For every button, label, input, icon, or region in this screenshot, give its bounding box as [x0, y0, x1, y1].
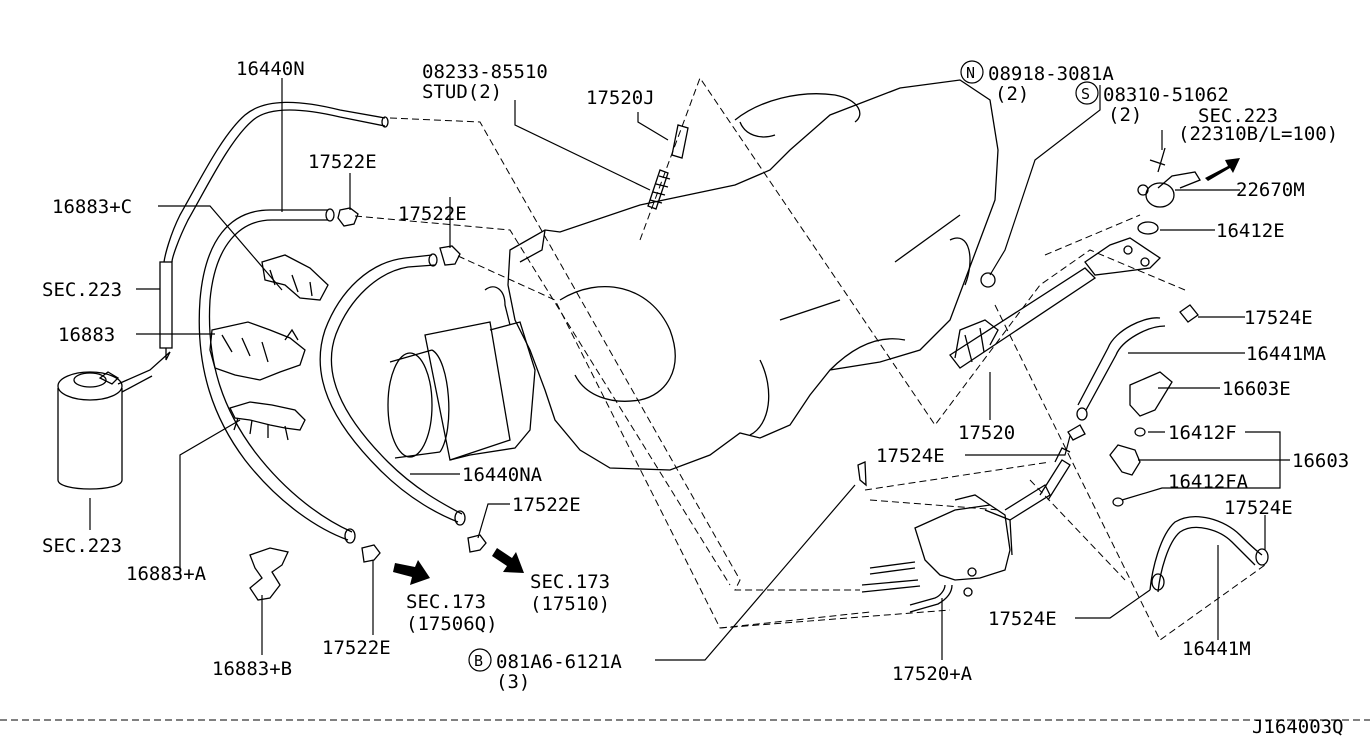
- label-sec223-c-sub: (22310B/L=100): [1178, 123, 1338, 145]
- label-17522e-3: 17522E: [512, 494, 581, 516]
- fuel-tank-drawing: [507, 79, 999, 471]
- nut-symbol-circle: [960, 60, 984, 84]
- sec173-arrow-1: [393, 560, 430, 585]
- label-16883c: 16883+C: [52, 196, 132, 218]
- label-16441ma: 16441MA: [1246, 343, 1327, 365]
- label-16412fa: 16412FA: [1168, 471, 1249, 493]
- screw-symbol-circle: [1075, 81, 1099, 105]
- label-17520j: 17520J: [586, 87, 655, 109]
- label-sec223-a: SEC.223: [42, 279, 122, 301]
- label-16440n: 16440N: [236, 58, 305, 80]
- label-sec173-b-sub: (17506Q): [406, 613, 498, 635]
- label-bolt-qty: (3): [496, 671, 530, 693]
- label-sec223-c: SEC.223: [1198, 105, 1278, 127]
- filler-tube-bracket-drawing: [857, 461, 1051, 613]
- label-stud: STUD(2): [422, 81, 502, 103]
- label-bolt-part-number: 081A6-6121A: [496, 651, 622, 673]
- label-17524e-4: 17524E: [988, 608, 1057, 630]
- label-sec173-a-sub: (17510): [530, 593, 610, 615]
- label-16412f: 16412F: [1168, 422, 1237, 444]
- label-22670m: 22670M: [1236, 179, 1305, 201]
- label-sec223-b: SEC.223: [42, 535, 122, 557]
- label-17520a: 17520+A: [892, 663, 973, 685]
- label-17524e-2: 17524E: [876, 445, 945, 467]
- label-16440na: 16440NA: [462, 464, 543, 486]
- label-17522e-4: 17522E: [322, 637, 391, 659]
- sec173-arrow-2: [492, 548, 524, 573]
- label-16883: 16883: [58, 324, 115, 346]
- clamps-16883-drawing: [209, 254, 329, 601]
- label-nut-part-number: 08918-3081A: [988, 63, 1114, 85]
- label-16603: 16603: [1292, 450, 1349, 472]
- canister-drawing: [57, 351, 171, 490]
- label-17524e-1: 17524E: [1244, 307, 1313, 329]
- label-16883a: 16883+A: [126, 563, 207, 585]
- label-16883b: 16883+B: [212, 658, 292, 680]
- label-screw-qty: (2): [1108, 104, 1142, 126]
- part-labels: 16440N 16883+C SEC.223 16883 SEC.223 168…: [42, 58, 1349, 736]
- label-sec173-b: SEC.173: [406, 591, 486, 613]
- reference-lines: [0, 76, 1370, 721]
- label-16412e: 16412E: [1216, 220, 1285, 242]
- label-17522e-2: 17522E: [398, 203, 467, 225]
- diagram-code: J164003Q: [1252, 716, 1344, 736]
- label-17520: 17520: [958, 422, 1015, 444]
- label-sec173-a: SEC.173: [530, 571, 610, 593]
- label-bolt-symbol: B: [474, 652, 483, 670]
- vent-line-16440n-drawing: [159, 101, 389, 361]
- label-screw-part-number: 08310-51062: [1103, 84, 1229, 106]
- label-16441m: 16441M: [1182, 638, 1251, 660]
- label-nut-symbol: N: [966, 64, 975, 82]
- label-16603e: 16603E: [1222, 378, 1291, 400]
- sender-assembly-drawing: [949, 147, 1269, 593]
- leader-lines: [89, 78, 1290, 661]
- hose-clip-drawings: [337, 207, 487, 563]
- label-17524e-3: 17524E: [1224, 497, 1293, 519]
- bolt-symbol-circle: [468, 648, 492, 672]
- label-stud-part-number: 08233-85510: [422, 61, 548, 83]
- label-screw-symbol: S: [1081, 85, 1090, 103]
- stud-17520j-drawing: [647, 124, 689, 210]
- filler-neck-drawing: [387, 286, 536, 461]
- label-17522e-1: 17522E: [308, 151, 377, 173]
- label-nut-qty: (2): [995, 83, 1029, 105]
